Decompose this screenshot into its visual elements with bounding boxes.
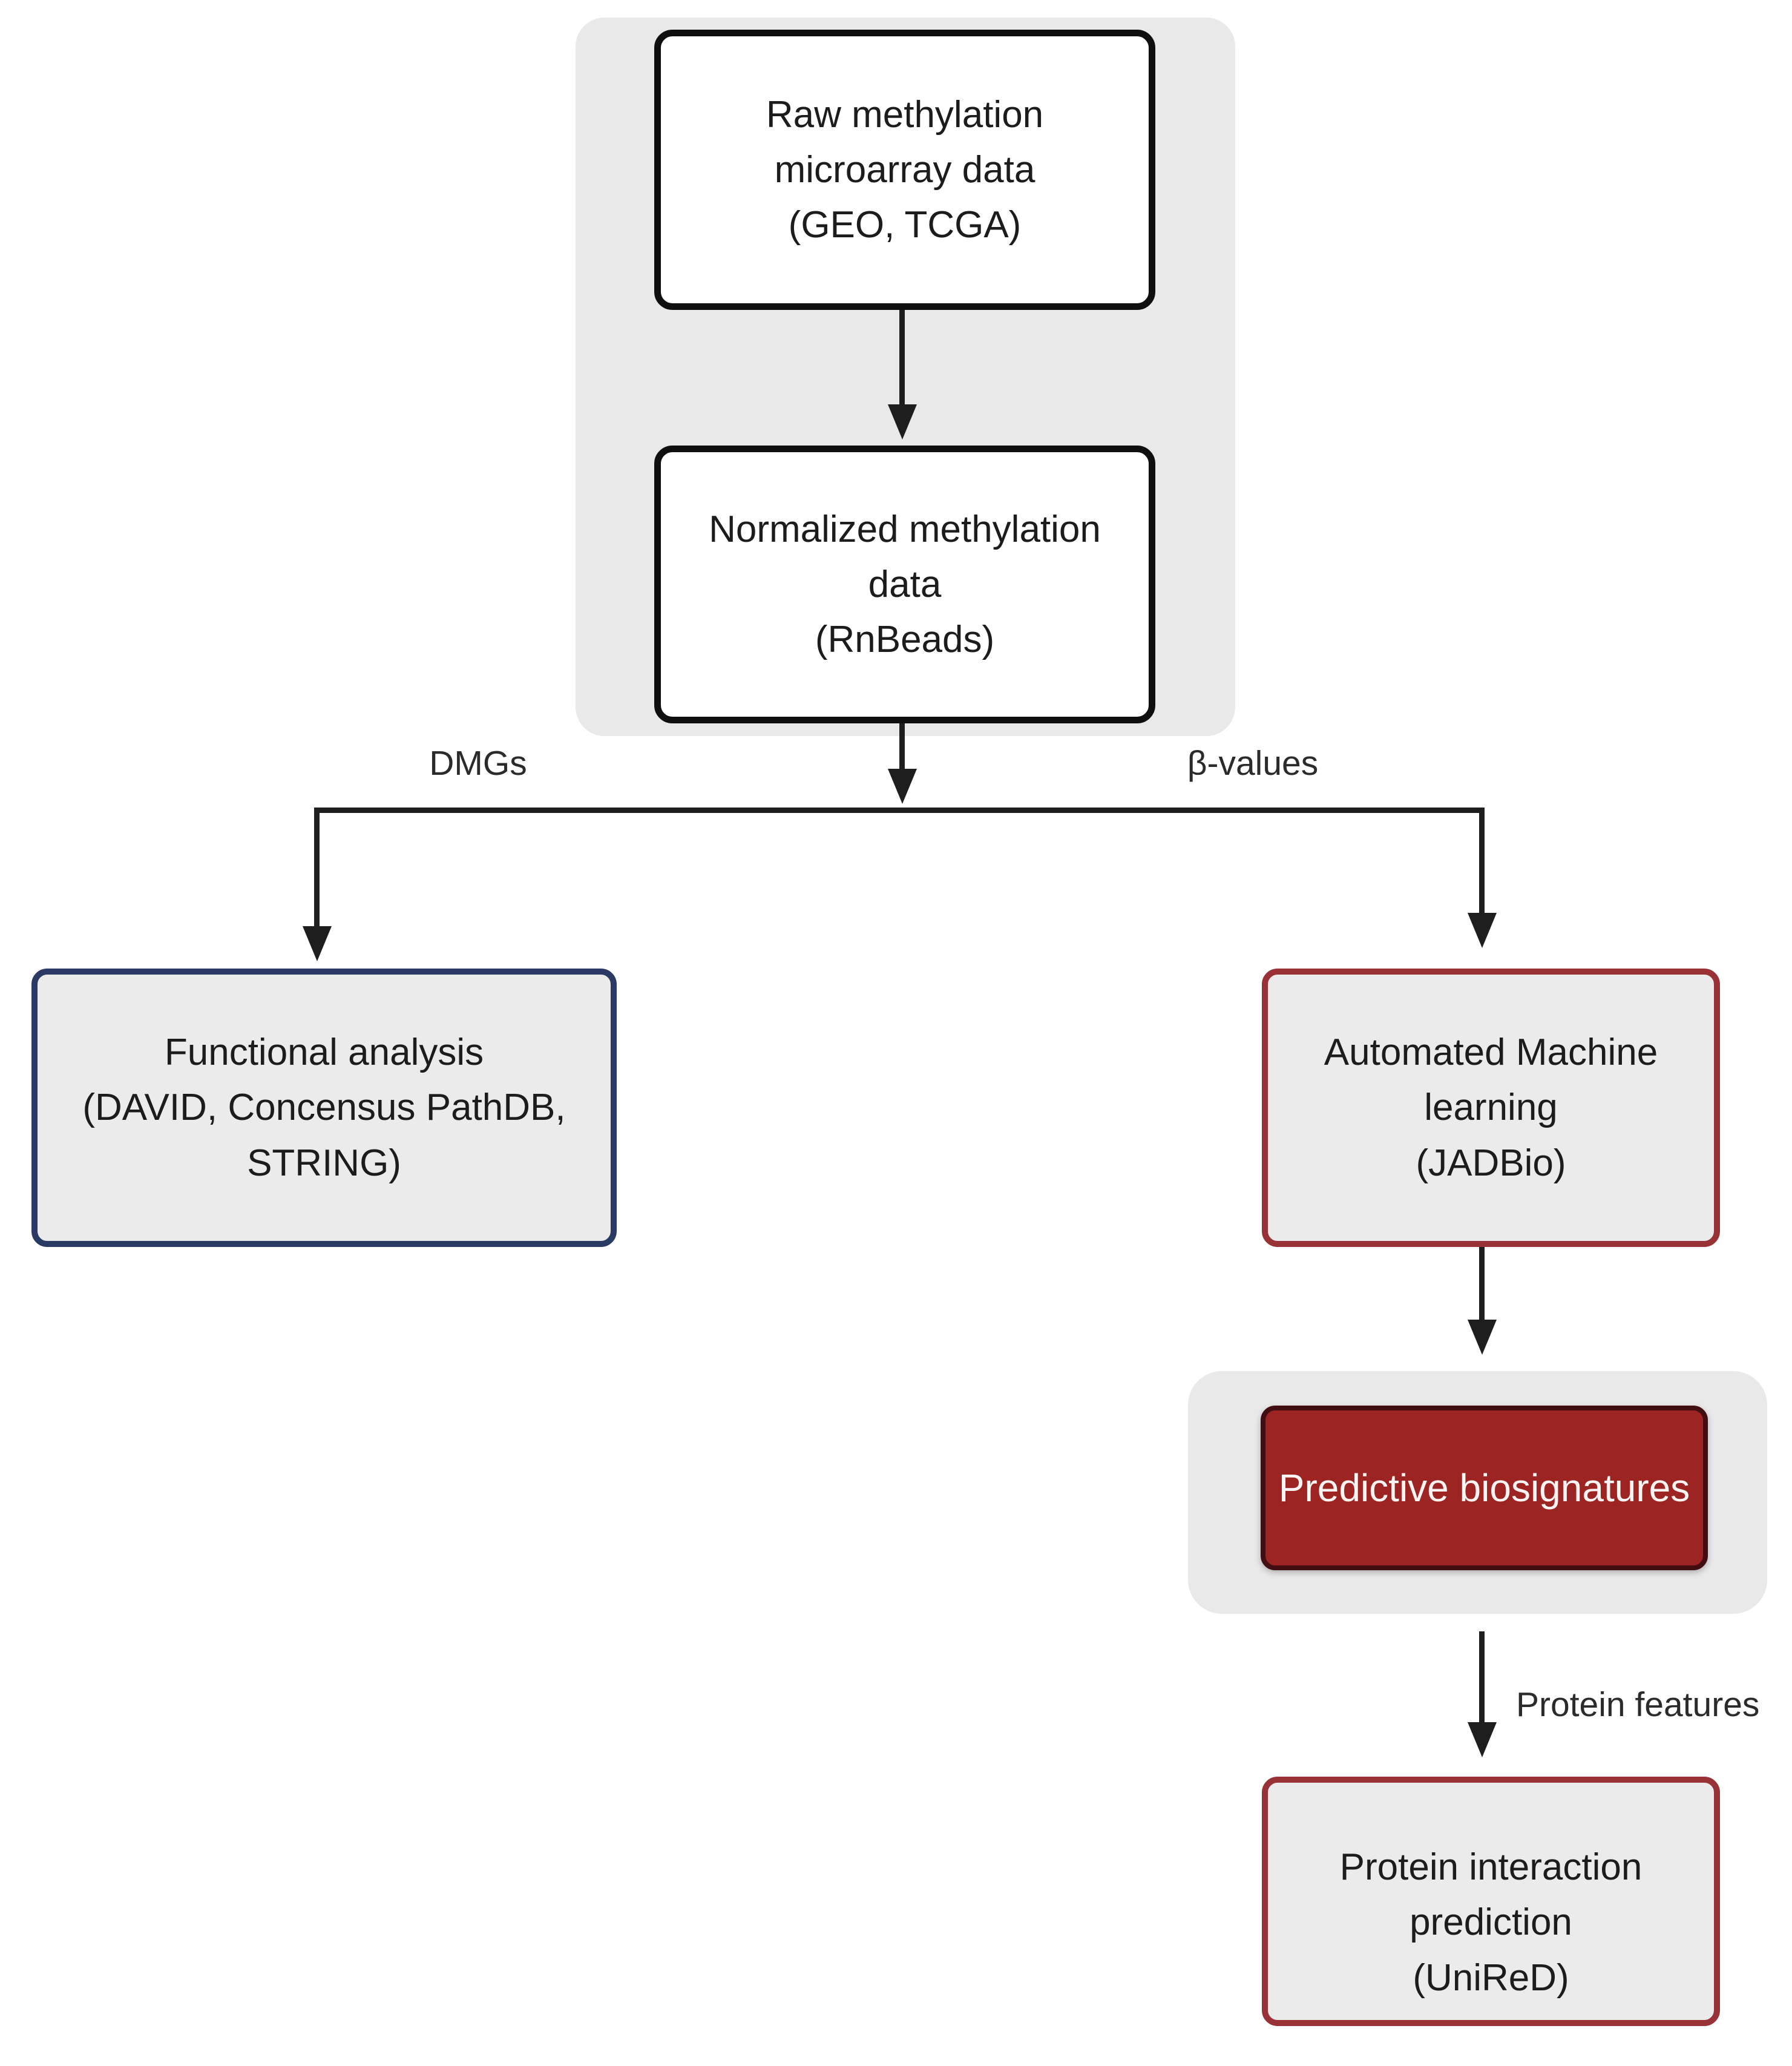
arrowhead-down-icon [1468, 1320, 1497, 1355]
node-text-line: Functional analysis [164, 1031, 484, 1074]
node-automated-machine-learning: Automated Machine learning (JADBio) [1262, 969, 1720, 1247]
arrow-shaft [1479, 1247, 1485, 1321]
node-protein-interaction-prediction: Protein interaction prediction (UniReD) [1262, 1777, 1720, 2026]
node-text-line: Normalized methylation [709, 508, 1101, 550]
arrow-shaft [1479, 808, 1485, 914]
edge-label-beta-values: β-values [1187, 744, 1319, 783]
node-text-line: (GEO, TCGA) [788, 204, 1022, 246]
edge-label-protein-features: Protein features [1516, 1685, 1760, 1724]
node-functional-analysis: Functional analysis (DAVID, Concensus Pa… [31, 969, 617, 1247]
node-text-line: Protein interaction [1339, 1846, 1643, 1889]
node-text-line: STRING) [247, 1142, 401, 1184]
node-normalized-methylation: Normalized methylation data (RnBeads) [654, 446, 1155, 723]
node-text-line: prediction [1410, 1901, 1572, 1944]
node-raw-methylation: Raw methylation microarray data (GEO, TC… [654, 30, 1155, 310]
node-predictive-biosignatures: Predictive biosignatures [1261, 1406, 1708, 1570]
arrowhead-down-icon [303, 926, 332, 961]
node-text-line: Automated Machine [1324, 1031, 1658, 1074]
node-text-line: Raw methylation [766, 93, 1044, 136]
node-text-line: (JADBio) [1416, 1142, 1566, 1184]
node-text-line: (RnBeads) [815, 619, 995, 661]
arrowhead-down-icon [1468, 913, 1497, 948]
arrowhead-down-icon [888, 404, 917, 439]
node-text-line: data [868, 563, 942, 605]
edge-label-dmgs: DMGs [429, 744, 527, 783]
arrow-shaft [314, 808, 320, 927]
node-text-line: microarray data [774, 148, 1035, 191]
arrowhead-down-icon [1468, 1722, 1497, 1757]
node-text-line: Predictive biosignatures [1278, 1466, 1690, 1510]
node-text-line: learning [1424, 1087, 1558, 1129]
branch-horizontal-line [314, 808, 1485, 813]
arrowhead-down-icon [888, 769, 917, 804]
arrow-shaft [899, 310, 905, 406]
node-text-line: (DAVID, Concensus PathDB, [82, 1087, 566, 1129]
node-text-line: (UniReD) [1413, 1956, 1569, 1999]
arrow-shaft [899, 723, 905, 770]
arrow-shaft [1479, 1631, 1485, 1723]
